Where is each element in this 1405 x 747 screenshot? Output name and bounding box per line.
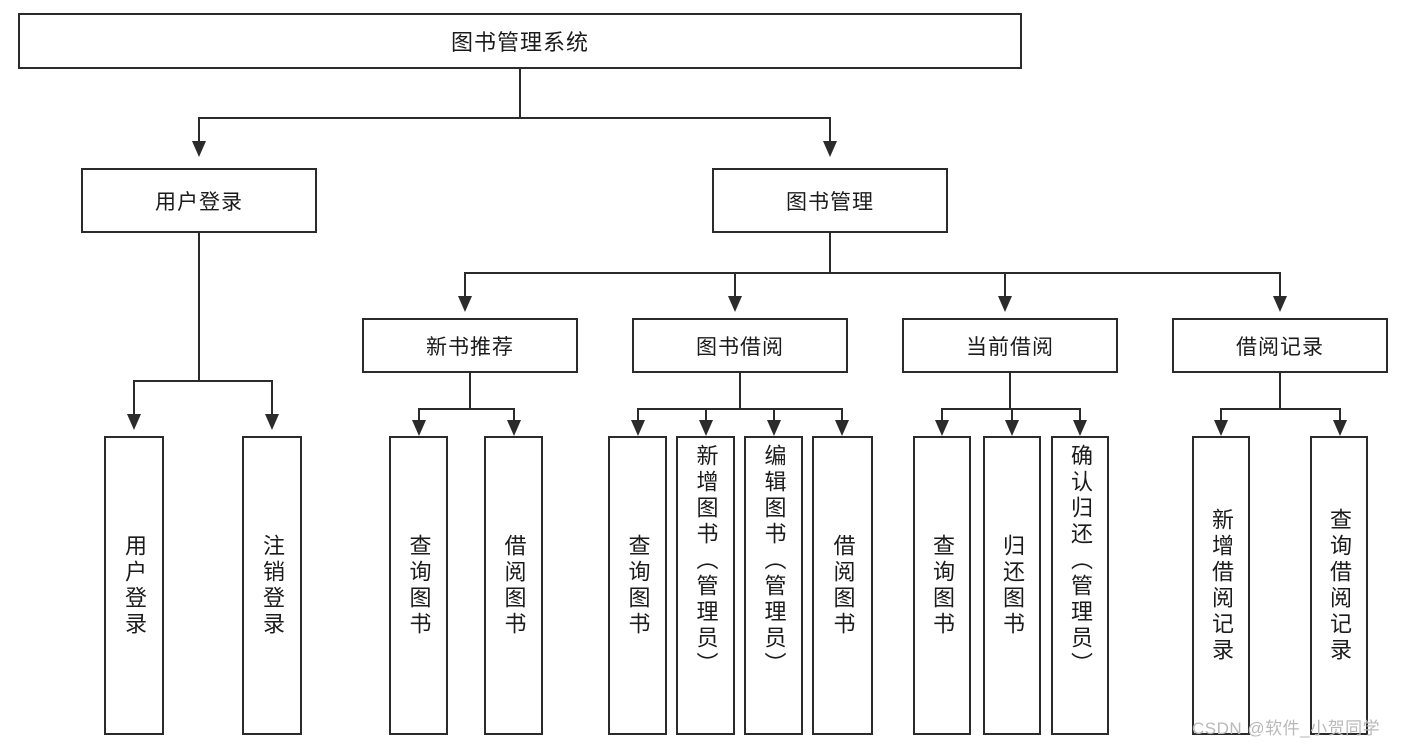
node-leaf-logout[interactable]: 注销登录 [242,436,302,735]
arrow-current-borrow-to-leaf-3 [1073,420,1087,436]
node-label: 借阅图书 [501,533,527,638]
arrow-new-book-to-leaf-2 [507,420,521,436]
node-label: 当前借阅 [966,335,1054,359]
connector-new-book-stem [469,373,471,408]
node-label: 查询图书 [406,533,432,638]
node-label: 用户登录 [122,533,147,638]
node-label: 图书借阅 [696,335,784,359]
arrow-book-borrow-to-leaf-2 [699,420,713,436]
connector-book-mgmt-bus [464,272,1280,274]
connector-current-borrow-to-leaf-3 [1079,408,1081,422]
connector-to-new-book [464,272,466,298]
node-leaf-borrow-book-1[interactable]: 借阅图书 [484,436,543,735]
connector-book-borrow-to-leaf-1 [637,408,639,422]
connector-book-mgmt-stem [829,233,831,272]
connector-user-login-stem [198,233,200,380]
connector-borrow-records-stem [1279,373,1281,408]
node-label: 查询图书 [930,533,955,638]
connector-borrow-records-to-leaf-1 [1220,408,1222,422]
node-root-system[interactable]: 图书管理系统 [18,13,1022,69]
connector-user-login-to-leaf-2 [271,380,273,416]
node-label: 图书管理 [786,190,874,214]
node-leaf-confirm-return[interactable]: 确认归还（管理员） [1051,436,1109,735]
arrow-root-to-user-login [192,141,206,157]
node-borrow-records[interactable]: 借阅记录 [1172,318,1388,373]
node-current-borrow[interactable]: 当前借阅 [902,318,1118,373]
node-label: 注销登录 [260,533,285,638]
connector-current-borrow-stem [1009,373,1011,408]
connector-book-borrow-to-leaf-4 [841,408,843,422]
node-label: 借阅图书 [830,533,856,638]
connector-to-borrow-records [1279,272,1281,298]
arrow-user-login-to-leaf-1 [127,414,141,430]
node-label: 用户登录 [155,190,243,214]
connector-root-bus [198,117,830,119]
node-leaf-edit-book[interactable]: 编辑图书（管理员） [744,436,803,735]
arrow-book-borrow-to-leaf-4 [835,420,849,436]
node-label: 编辑图书（管理员） [761,444,787,678]
arrow-current-borrow-to-leaf-2 [1005,420,1019,436]
arrow-to-new-book [458,296,472,312]
node-leaf-user-login[interactable]: 用户登录 [104,436,164,735]
arrow-borrow-records-to-leaf-1 [1214,420,1228,436]
arrow-borrow-records-to-leaf-2 [1333,420,1347,436]
connector-to-current-borrow [1004,272,1006,298]
connector-user-login-bus [133,380,272,382]
node-leaf-query-book-3[interactable]: 查询图书 [913,436,971,735]
node-user-login[interactable]: 用户登录 [81,168,317,233]
arrow-new-book-to-leaf-1 [412,420,426,436]
node-label: 归还图书 [1000,533,1025,638]
arrow-book-borrow-to-leaf-3 [767,420,781,436]
connector-book-borrow-bus [637,408,842,410]
arrow-user-login-to-leaf-2 [265,414,279,430]
connector-new-book-bus [418,408,515,410]
node-label: 新增图书（管理员） [693,444,719,678]
arrow-root-to-book-mgmt [823,141,837,157]
connector-book-borrow-stem [739,373,741,408]
connector-borrow-records-to-leaf-2 [1339,408,1341,422]
connector-root-to-book-mgmt [829,117,831,141]
connector-book-borrow-to-leaf-2 [705,408,707,422]
arrow-current-borrow-to-leaf-1 [935,420,949,436]
node-leaf-add-borrow-record[interactable]: 新增借阅记录 [1192,436,1250,735]
arrow-to-current-borrow [998,296,1012,312]
arrow-to-borrow-records [1273,296,1287,312]
arrow-to-book-borrow [728,296,742,312]
connector-book-borrow-to-leaf-3 [773,408,775,422]
connector-root-stem [519,69,521,117]
node-leaf-query-borrow-record[interactable]: 查询借阅记录 [1310,436,1368,735]
node-label: 图书管理系统 [450,30,589,55]
node-leaf-add-book[interactable]: 新增图书（管理员） [676,436,735,735]
connector-current-borrow-to-leaf-1 [941,408,943,422]
node-book-management[interactable]: 图书管理 [712,168,948,233]
connector-user-login-to-leaf-1 [133,380,135,416]
node-label: 查询图书 [625,533,651,638]
watermark: CSDN @软件_小贺同学 [1192,719,1381,738]
connector-current-borrow-to-leaf-2 [1011,408,1013,422]
node-leaf-query-book-1[interactable]: 查询图书 [389,436,448,735]
connector-root-to-user-login [198,117,200,141]
arrow-book-borrow-to-leaf-1 [631,420,645,436]
node-leaf-borrow-book-2[interactable]: 借阅图书 [812,436,873,735]
connector-to-book-borrow [734,272,736,298]
node-leaf-return-book[interactable]: 归还图书 [983,436,1041,735]
connector-borrow-records-bus [1220,408,1341,410]
node-leaf-query-book-2[interactable]: 查询图书 [608,436,667,735]
node-label: 确认归还（管理员） [1068,444,1093,678]
node-label: 借阅记录 [1236,335,1324,359]
node-label: 新书推荐 [426,335,514,359]
connector-new-book-to-leaf-1 [418,408,420,422]
node-label: 查询借阅记录 [1327,507,1352,664]
node-book-borrow[interactable]: 图书借阅 [632,318,848,373]
connector-new-book-to-leaf-2 [513,408,515,422]
node-label: 新增借阅记录 [1209,507,1234,664]
node-new-book-recommend[interactable]: 新书推荐 [362,318,578,373]
